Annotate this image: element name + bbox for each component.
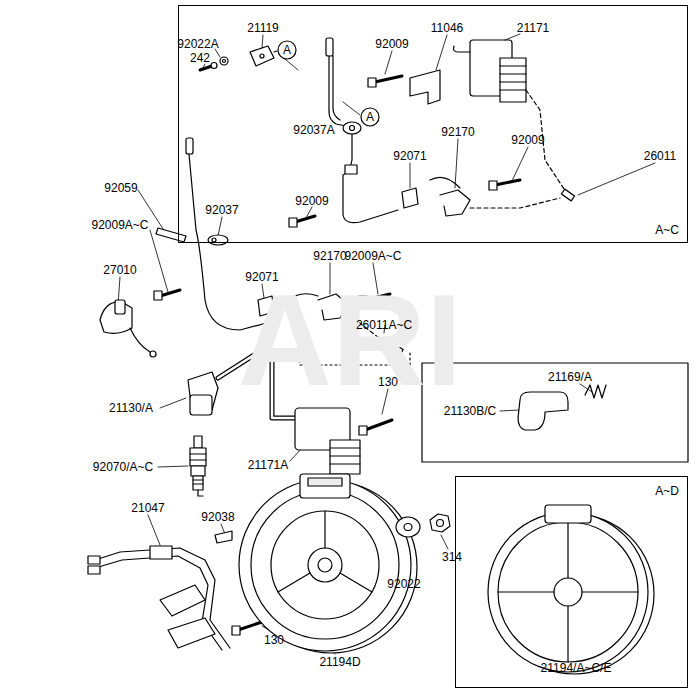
callout-number: 21194/A~C/E (541, 662, 612, 674)
callout-number: 11046 (431, 22, 463, 34)
callout-number: 92009 (511, 134, 544, 146)
plug-cap-21130A (188, 372, 218, 415)
reference-circle: A (277, 40, 297, 60)
callout-number: 92009A~C (91, 219, 148, 231)
callout-number: 92022 (387, 578, 420, 590)
coil-21171 (454, 40, 575, 201)
watermark: ARI (238, 275, 462, 405)
callout-number: 26011 (644, 150, 676, 162)
callout-number: 92038 (201, 511, 234, 523)
callout-number: 92071 (393, 150, 426, 162)
callout-number: 21047 (131, 502, 164, 514)
callout-number: 92009A~C (344, 250, 401, 262)
clips (289, 177, 560, 227)
variant-frame: A~C A A (178, 5, 688, 243)
callout-number: 21171 (517, 22, 549, 34)
callout-number: 130 (378, 376, 398, 388)
reference-circle: A (360, 107, 380, 127)
variant-code: A~C (655, 224, 679, 236)
spark-plug (190, 436, 206, 496)
callout-number: 92059 (104, 182, 137, 194)
switch-27010 (100, 300, 156, 357)
callout-number: 21130/A (109, 402, 153, 414)
callout-number: 92009 (295, 195, 328, 207)
cap-21130BC (518, 385, 606, 430)
callout-number: 92037 (205, 204, 238, 216)
callout-number: 21130B/C (444, 405, 496, 417)
callout-number: 92071 (245, 271, 278, 283)
callout-number: 21169/A (548, 371, 592, 383)
callout-number: 21119 (247, 22, 279, 34)
bracket-11046 (368, 70, 440, 104)
flywheel-21194D (239, 474, 417, 653)
callout-number: 92009 (375, 38, 408, 50)
wire-connector (326, 38, 398, 223)
reference-letter: A (283, 44, 291, 56)
callout-number: 21194D (319, 656, 360, 668)
callout-number: 314 (442, 551, 462, 563)
circle-outline (278, 41, 296, 59)
callout-number: 21171A (248, 459, 288, 471)
callout-number: 27010 (103, 264, 136, 276)
callout-number: 92170 (441, 126, 474, 138)
callout-number: 26011A~C (356, 319, 412, 331)
variant-frame: A~D (455, 476, 688, 688)
callout-number: 92170 (313, 250, 346, 262)
flywheel-21194 (488, 505, 654, 674)
circle-outline (361, 108, 379, 126)
callout-number: 92037A (293, 124, 334, 136)
reference-letter: A (366, 111, 374, 123)
callout-number: 130 (264, 634, 284, 646)
callout-number: 92022A (177, 38, 218, 50)
callout-number: 242 (190, 52, 210, 64)
washer-nut (396, 514, 450, 537)
variant-code: A~D (655, 485, 679, 497)
callout-number: 92070/A~C (93, 461, 153, 473)
harness-21047 (88, 531, 262, 650)
